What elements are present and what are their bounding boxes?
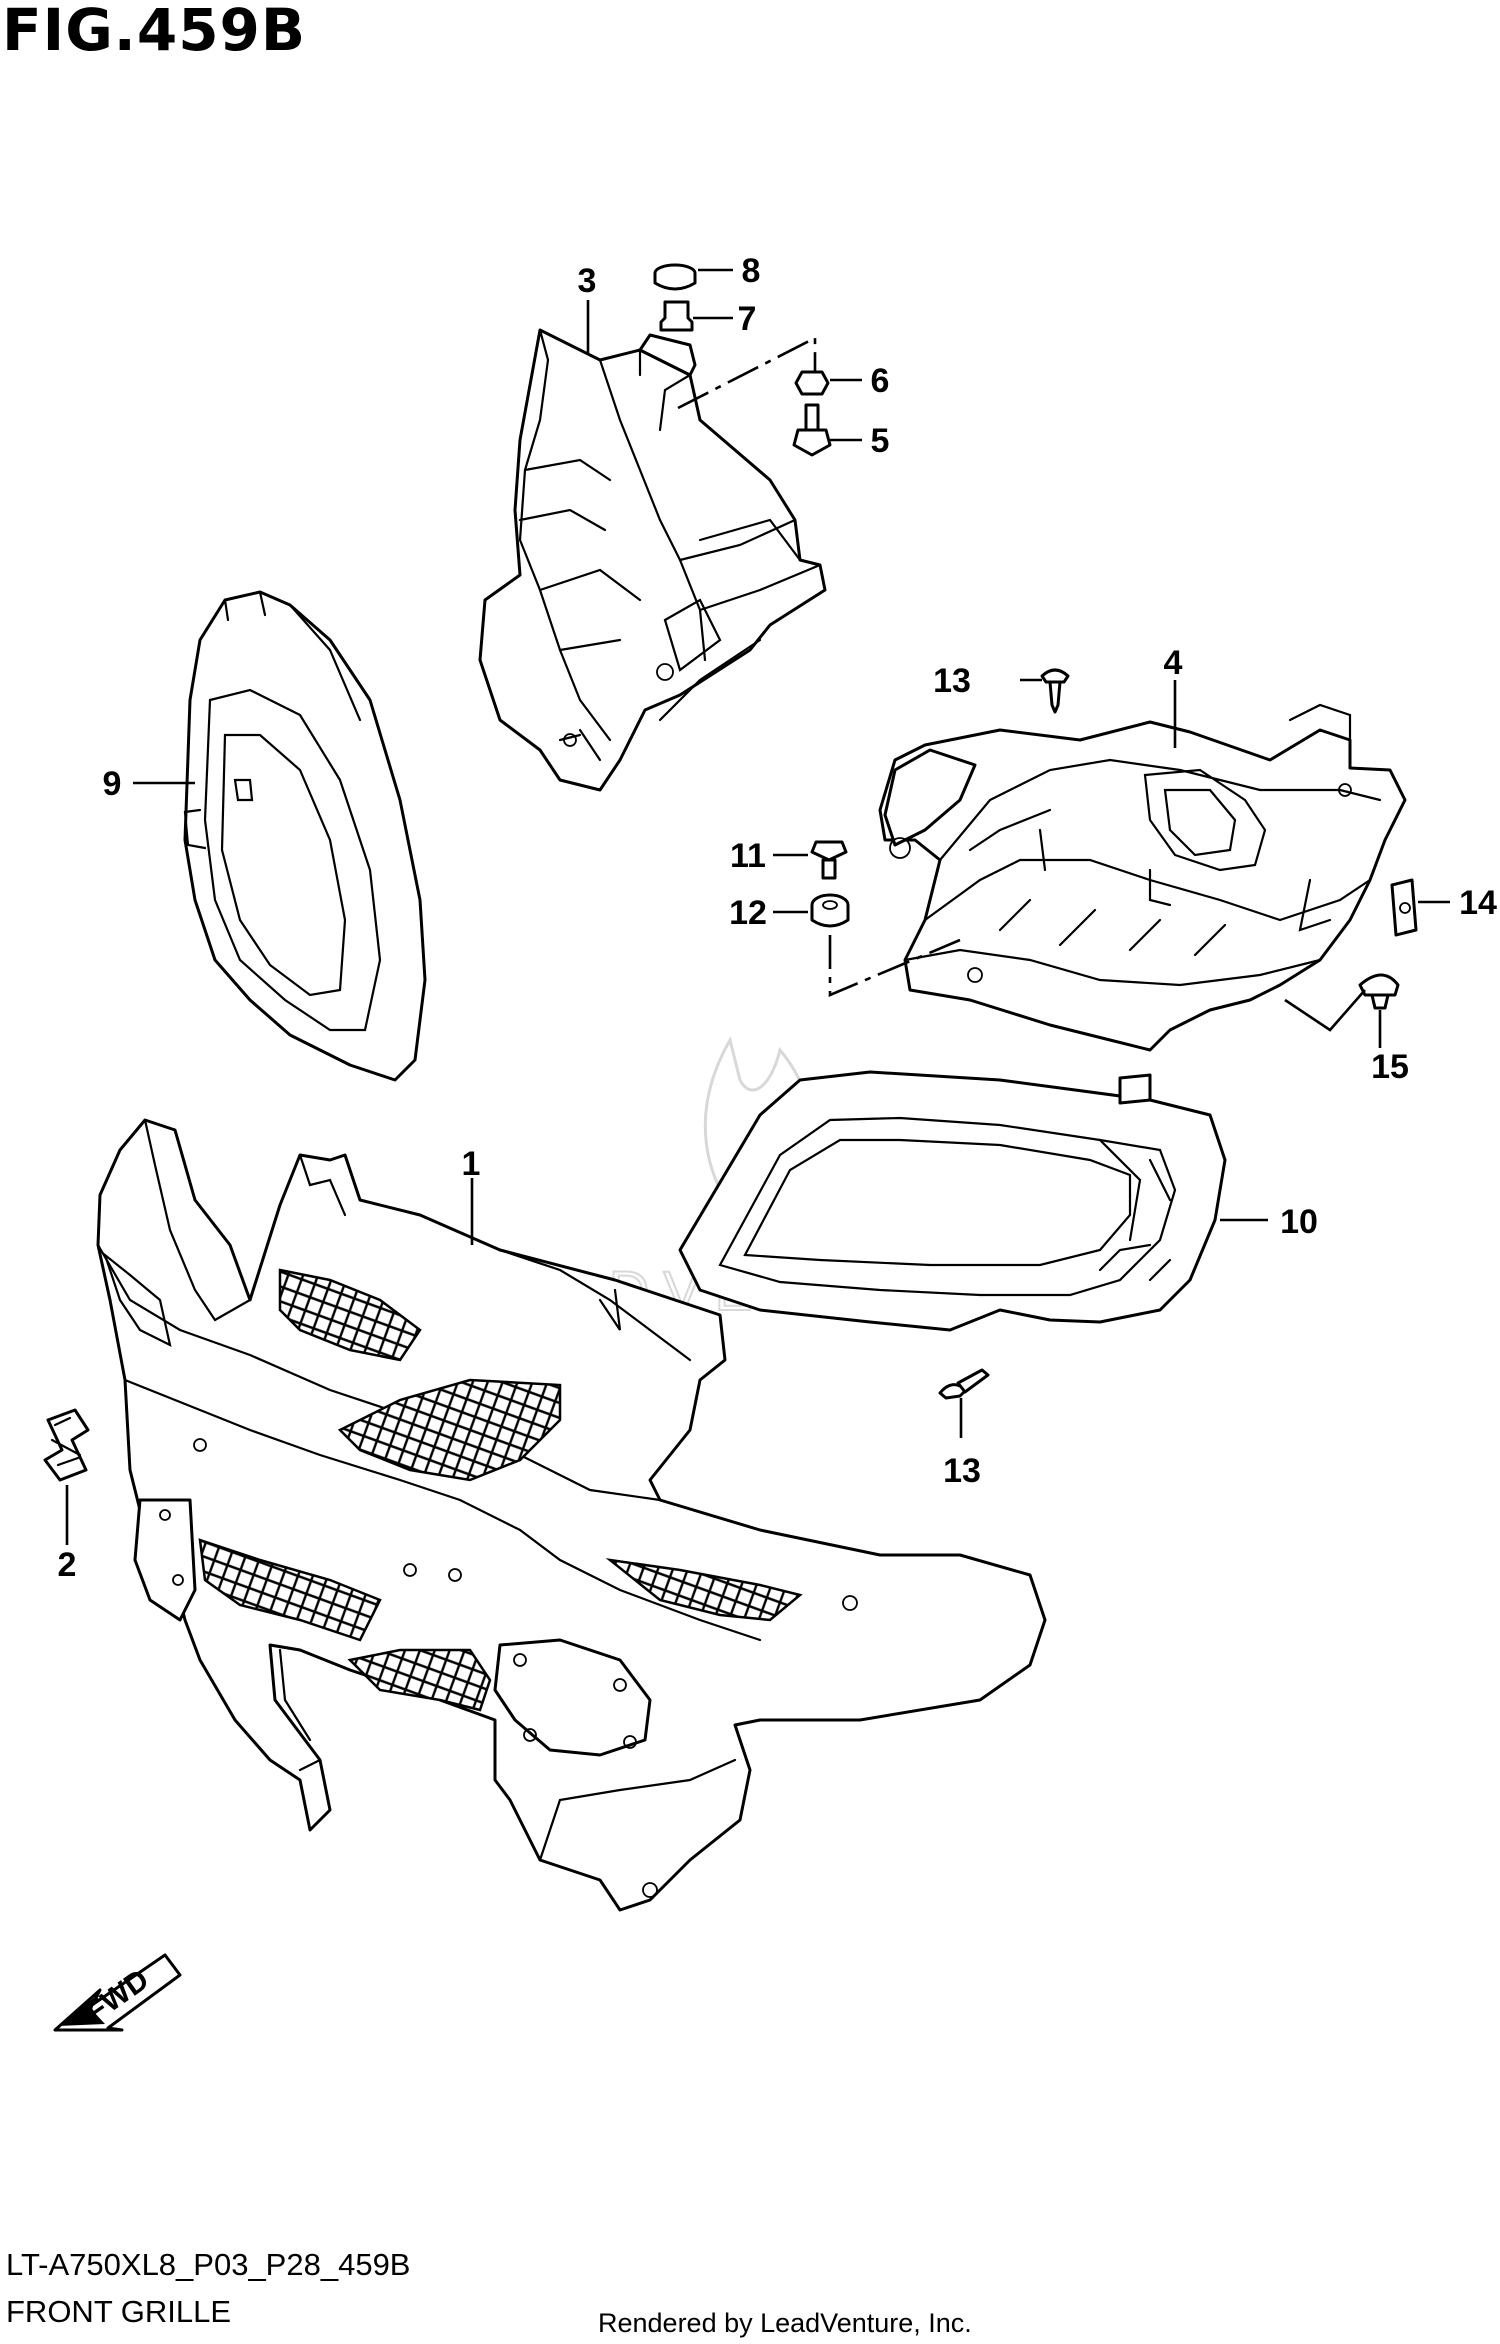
part-13-screw-upper[interactable] xyxy=(1040,668,1070,714)
model-code: LT-A750XL8_P03_P28_459B xyxy=(6,2247,411,2282)
callout-5: 5 xyxy=(871,422,890,460)
callout-7: 7 xyxy=(738,300,757,338)
callout-10: 10 xyxy=(1280,1203,1318,1241)
callout-labels: 1 2 3 4 5 6 7 8 9 10 11 12 13 13 14 15 xyxy=(58,252,1497,1584)
diagram-name: FRONT GRILLE xyxy=(6,2294,232,2329)
part-3-grille-bracket[interactable] xyxy=(478,328,827,792)
callout-6: 6 xyxy=(871,362,890,400)
part-10-headlight-bezel[interactable] xyxy=(678,1070,1227,1332)
forward-direction-arrow: FWD xyxy=(53,1953,182,2032)
callout-4: 4 xyxy=(1164,644,1183,682)
part-4-lower-bracket[interactable] xyxy=(878,703,1407,1052)
callout-2: 2 xyxy=(58,1546,77,1584)
part-9-headlight-bezel[interactable] xyxy=(183,590,427,1082)
part-8-grommet[interactable] xyxy=(653,263,697,291)
part-6-nut[interactable] xyxy=(794,370,830,396)
leader-lines xyxy=(65,268,1450,1545)
part-1-front-grille[interactable] xyxy=(96,1118,1047,1912)
callout-9: 9 xyxy=(103,765,122,803)
part-14-clip-nut[interactable] xyxy=(1390,878,1418,937)
callout-3: 3 xyxy=(578,262,597,300)
callout-13-upper: 13 xyxy=(933,662,971,700)
part-13-screw-lower[interactable] xyxy=(938,1368,990,1400)
part-5-bolt[interactable] xyxy=(792,403,832,457)
part-11-bolt[interactable] xyxy=(810,840,848,880)
callout-14: 14 xyxy=(1459,884,1497,922)
callout-8: 8 xyxy=(742,252,761,290)
part-12-grommet[interactable] xyxy=(810,893,850,928)
callout-1: 1 xyxy=(462,1145,481,1183)
part-7-collar[interactable] xyxy=(659,300,694,332)
callout-13-lower: 13 xyxy=(943,1452,981,1490)
part-2-emblem[interactable] xyxy=(43,1408,90,1482)
callout-12: 12 xyxy=(729,894,767,932)
callout-15: 15 xyxy=(1371,1048,1409,1086)
callout-11: 11 xyxy=(730,837,766,875)
figure-title: FIG.459B xyxy=(2,0,307,64)
render-credit: Rendered by LeadVenture, Inc. xyxy=(598,2308,972,2338)
part-15-rivet[interactable] xyxy=(1358,973,1400,1010)
